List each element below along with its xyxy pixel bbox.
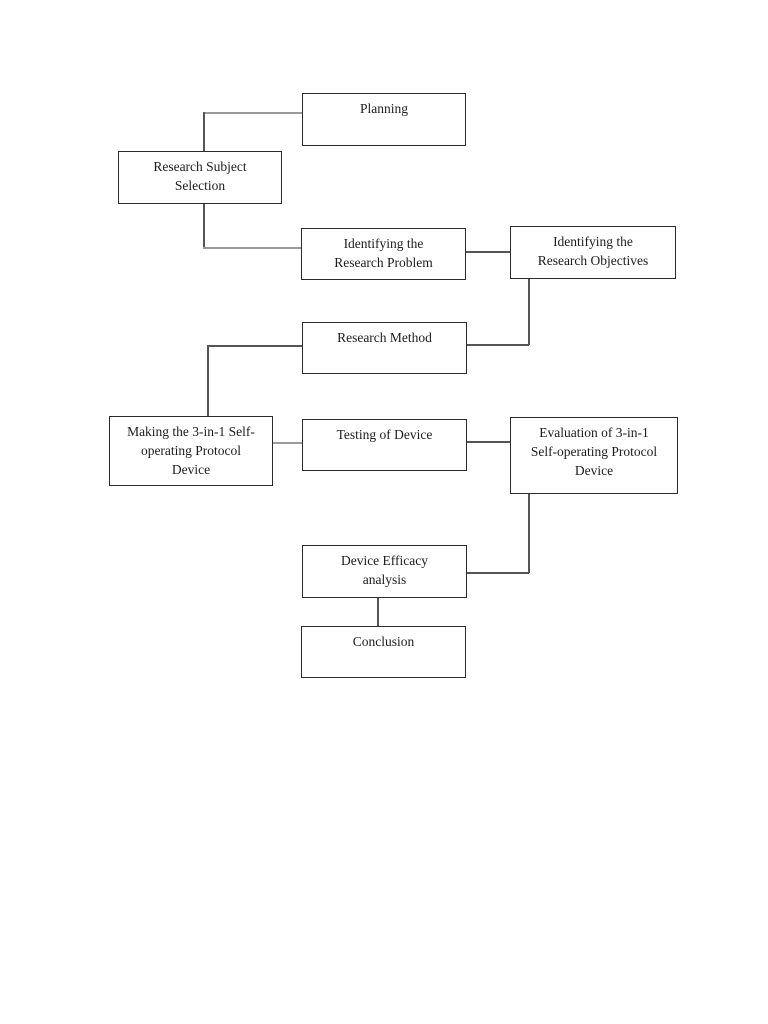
node-label: Device Efficacy [340, 553, 429, 568]
node-label: Research Subject [153, 159, 247, 174]
connector-subject-down-vertical [203, 204, 205, 248]
node-label: Research Method [337, 330, 432, 345]
node-label: operating Protocol [140, 443, 242, 458]
node-planning: Planning [302, 93, 466, 146]
connector-efficacy-to-conclusion [377, 598, 379, 626]
node-label: analysis [362, 572, 407, 587]
node-evaluation-3in1-device: Evaluation of 3-in-1 Self-operating Prot… [510, 417, 678, 494]
node-making-3in1-device: Making the 3-in-1 Self- operating Protoc… [109, 416, 273, 486]
node-label: Planning [359, 101, 408, 116]
node-testing-of-device: Testing of Device [302, 419, 467, 471]
connector-evaluation-to-efficacy [467, 572, 529, 574]
connector-method-elbow-horizontal [207, 345, 302, 347]
connector-planning-elbow-horizontal [203, 112, 302, 114]
node-label: Identifying the [343, 236, 424, 251]
node-label: Device [574, 463, 614, 478]
node-label: Selection [174, 178, 226, 193]
connector-making-to-testing [273, 442, 302, 444]
node-label: Research Objectives [537, 253, 649, 268]
node-identifying-research-objectives: Identifying the Research Objectives [510, 226, 676, 279]
node-label: Self-operating Protocol [530, 444, 658, 459]
connector-planning-elbow-vertical [203, 112, 205, 151]
connector-objectives-down-vertical [528, 279, 530, 345]
node-conclusion: Conclusion [301, 626, 466, 678]
connector-testing-to-evaluation [467, 441, 510, 443]
node-label: Identifying the [553, 234, 633, 249]
node-label: Conclusion [352, 634, 415, 649]
node-label: Device [171, 462, 211, 477]
connector-subject-to-problem [203, 247, 301, 249]
node-research-method: Research Method [302, 322, 467, 374]
node-label: Evaluation of 3-in-1 [539, 425, 649, 440]
node-label: Research Problem [334, 255, 433, 270]
node-research-subject-selection: Research Subject Selection [118, 151, 282, 204]
node-label: Making the 3-in-1 Self- [127, 424, 255, 439]
node-identifying-research-problem: Identifying the Research Problem [301, 228, 466, 280]
connector-method-elbow-vertical [207, 345, 209, 416]
connector-objectives-to-method [467, 344, 529, 346]
node-device-efficacy-analysis: Device Efficacy analysis [302, 545, 467, 598]
connector-problem-to-objectives [466, 251, 510, 253]
node-label: Testing of Device [336, 427, 433, 442]
connector-evaluation-down-vertical [528, 494, 530, 573]
